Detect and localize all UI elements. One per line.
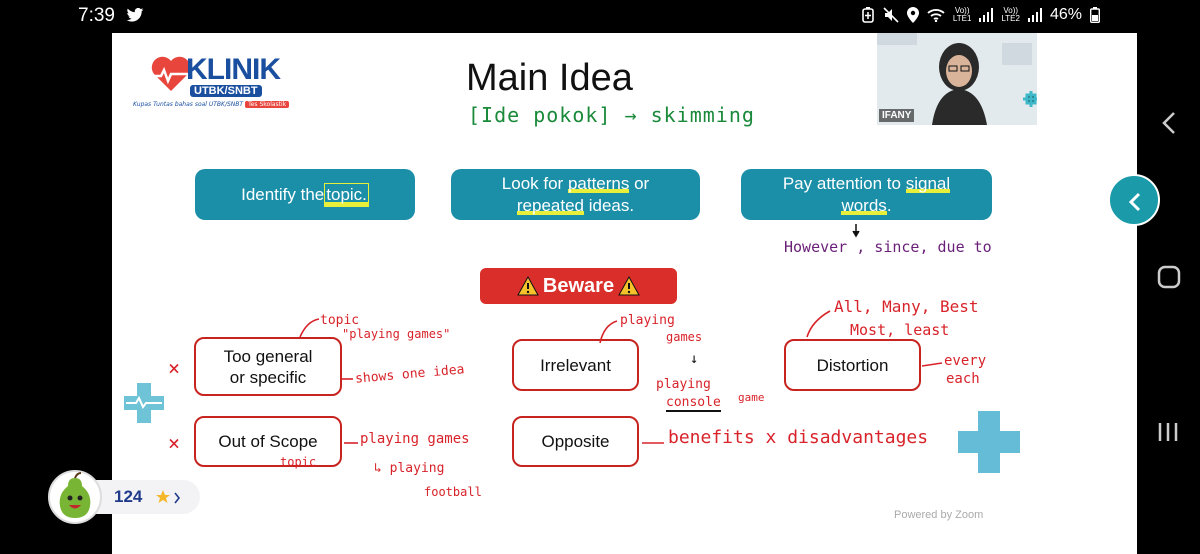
box-too-general: Too general or specific: [194, 337, 342, 396]
chevron-right-icon: [174, 492, 181, 504]
speaker-video[interactable]: IFANY: [877, 33, 1037, 125]
floating-back-button[interactable]: [1108, 174, 1160, 226]
ink-playing-games-quote: "playing games": [342, 327, 451, 341]
location-icon: [906, 7, 919, 23]
slide-title: Main Idea: [466, 57, 633, 99]
ink-signal-examples: However , since, due to: [784, 238, 992, 256]
speaker-name: IFANY: [879, 109, 915, 122]
warning-icon: [517, 276, 539, 296]
ink-scope-football: football: [424, 485, 482, 499]
box-irrelevant: Irrelevant: [512, 339, 639, 391]
lte1-indicator: Vo))LTE1: [952, 6, 972, 23]
tip-look-patterns: Look for patterns or repeated ideas.: [451, 169, 700, 220]
lte2-indicator: Vo))LTE2: [1001, 6, 1020, 23]
medical-cross-icon: [124, 383, 164, 423]
battery-icon: [1090, 7, 1100, 23]
logo-sub: UTBK/SNBT: [190, 85, 262, 97]
ink-topic: topic: [320, 313, 360, 328]
ink-arrow: ↓: [690, 351, 699, 367]
status-bar: 7:39 Vo))LTE1 Vo))LTE2 46%: [0, 0, 1200, 32]
points-badge[interactable]: 124: [48, 470, 204, 524]
ink-x-mark: ×: [168, 431, 181, 455]
ink-irrelevant-game: game: [738, 391, 765, 404]
battery-percent: 46%: [1049, 6, 1082, 23]
medical-cross-icon: [958, 411, 1020, 473]
heart-pulse-icon: [151, 56, 191, 91]
ink-irrelevant-games: games: [666, 330, 703, 344]
recents-nav-button[interactable]: [1157, 421, 1179, 443]
star-icon: [156, 490, 170, 503]
ink-distortion-words-1: All, Many, Best: [834, 297, 979, 316]
slide: KLINIK UTBK/SNBT Kupas Tuntas bahas soal…: [112, 33, 1137, 554]
signal-1-icon: [979, 8, 994, 22]
avatar[interactable]: [48, 470, 102, 524]
ink-scope-playing: ↳ playing: [374, 461, 445, 476]
ink-irrelevant-console: console: [666, 395, 721, 412]
warning-icon: [618, 276, 640, 296]
box-opposite: Opposite: [512, 416, 639, 467]
ink-distortion-every: every: [944, 353, 987, 369]
status-icons: Vo))LTE1 Vo))LTE2 46%: [861, 6, 1100, 24]
logo-brand: KLINIK: [186, 53, 281, 86]
ink-distortion-words-2: Most, least: [850, 321, 950, 339]
twitter-icon: [126, 8, 144, 22]
ink-scope-topic: topic: [280, 455, 317, 469]
ink-subtitle: [Ide pokok] → skimming: [468, 103, 755, 127]
chevron-left-icon: [1128, 192, 1141, 212]
ink-arrows-overlay: [299, 310, 943, 444]
zoom-watermark: Powered by Zoom: [894, 509, 984, 521]
wifi-icon: [927, 9, 945, 22]
tip-identify-topic: Identify the topic.: [195, 169, 415, 220]
nav-bar: [1108, 33, 1200, 554]
ink-irrelevant-playing-2: playing: [656, 377, 711, 392]
ink-x-mark: ×: [168, 356, 181, 380]
ink-opposite-note: benefits x disadvantages: [668, 427, 929, 448]
points-count: 124: [114, 487, 143, 506]
box-distortion: Distortion: [784, 339, 921, 391]
ink-arrow-down: [852, 224, 860, 238]
box-out-of-scope: Out of Scope: [194, 416, 342, 467]
speaker-avatar: [877, 33, 1037, 125]
tip-signal-words: Pay attention to signal words.: [741, 169, 992, 220]
pear-avatar-icon: [59, 472, 91, 518]
home-nav-button[interactable]: [1157, 265, 1181, 289]
status-time: 7:39: [78, 5, 115, 26]
battery-saver-icon: [862, 7, 874, 23]
ink-irrelevant-playing: playing: [620, 313, 675, 328]
klinik-logo: KLINIK UTBK/SNBT Kupas Tuntas bahas soal…: [128, 51, 308, 111]
mute-icon: [883, 7, 899, 23]
ink-distortion-each: each: [946, 371, 980, 387]
signal-2-icon: [1027, 8, 1042, 22]
back-nav-button[interactable]: [1161, 111, 1177, 135]
beware-banner: Beware: [480, 268, 677, 304]
ink-scope-playing-games: playing games: [360, 431, 470, 447]
